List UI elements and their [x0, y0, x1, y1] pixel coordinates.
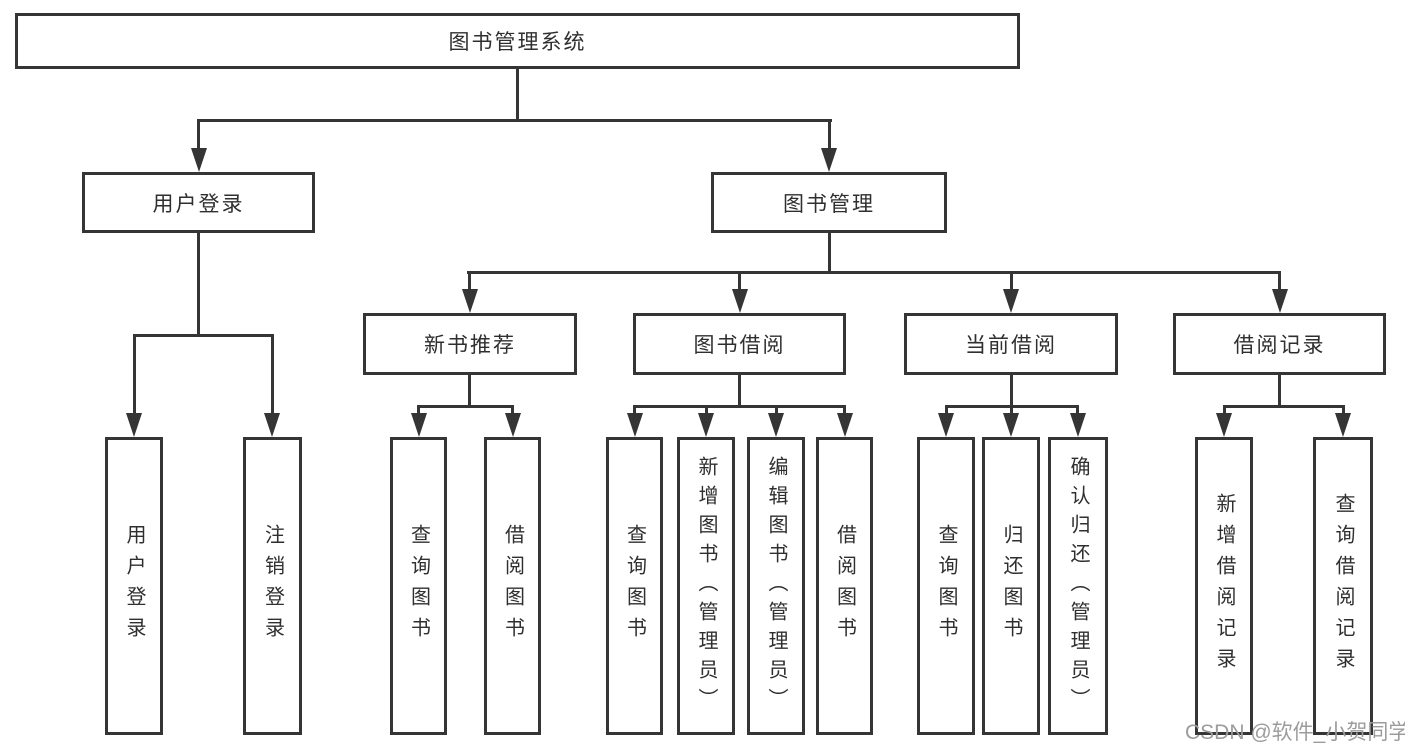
connector-line: [738, 375, 741, 408]
node-book-borrowing: 图书借阅: [633, 313, 846, 375]
leaf-borrow-books-borrowing: 借阅图书: [816, 437, 873, 735]
leaf-edit-book-admin: 编辑图书（管理员）: [747, 437, 805, 735]
connector-line: [1278, 273, 1281, 290]
arrowhead-down: [411, 413, 427, 437]
connector-line: [828, 233, 831, 273]
node-label: 新书推荐: [424, 334, 516, 357]
leaf-query-books-current: 查询图书: [917, 437, 975, 735]
connector-line: [1010, 375, 1013, 408]
node-label: 查询图书: [623, 524, 646, 648]
arrowhead-down: [768, 413, 784, 437]
arrowhead-down: [627, 413, 643, 437]
connector-line: [1076, 407, 1079, 416]
connector-line: [271, 336, 274, 416]
node-label: 图书借阅: [693, 334, 786, 357]
connector-line: [633, 405, 846, 408]
connector-line: [1342, 407, 1345, 416]
arrowhead-down: [698, 413, 714, 437]
connector-line: [197, 119, 832, 122]
connector-line: [417, 407, 420, 416]
node-label: 借阅记录: [1233, 334, 1326, 357]
connector-line: [1278, 375, 1281, 408]
connector-line: [468, 375, 471, 408]
connector-line: [1223, 407, 1226, 416]
node-label: 新增图书（管理员）: [695, 455, 717, 717]
leaf-logout: 注销登录: [243, 437, 302, 735]
node-root-library-system: 图书管理系统: [15, 13, 1020, 69]
node-new-book-recommend: 新书推荐: [363, 313, 577, 375]
connector-line: [516, 69, 519, 122]
leaf-borrow-books-recommend: 借阅图书: [484, 437, 541, 735]
arrowhead-down: [126, 413, 142, 437]
node-label: 查询借阅记录: [1332, 493, 1354, 679]
leaf-query-books-recommend: 查询图书: [390, 437, 447, 735]
connector-line: [1010, 407, 1013, 416]
arrowhead-down: [837, 413, 853, 437]
arrowhead-down: [1272, 289, 1288, 313]
connector-line: [828, 121, 831, 150]
node-label: 借阅图书: [833, 524, 856, 648]
node-user-login: 用户登录: [82, 172, 315, 233]
arrowhead-down: [1335, 413, 1351, 437]
node-label: 图书管理: [783, 192, 875, 216]
arrowhead-down: [732, 289, 748, 313]
node-label: 注销登录: [261, 524, 284, 648]
node-label: 归还图书: [1000, 524, 1022, 648]
arrowhead-down: [462, 289, 478, 313]
leaf-confirm-return-admin: 确认归还（管理员）: [1048, 437, 1108, 735]
connector-line: [417, 405, 514, 408]
node-label: 当前借阅: [965, 334, 1057, 357]
connector-line: [1010, 273, 1013, 290]
node-label: 查询图书: [935, 524, 957, 648]
connector-line: [511, 407, 514, 416]
node-label: 编辑图书（管理员）: [765, 455, 787, 717]
node-label: 图书管理系统: [448, 31, 587, 54]
connector-line: [1223, 405, 1345, 408]
node-current-borrowing: 当前借阅: [904, 313, 1118, 375]
leaf-add-book-admin: 新增图书（管理员）: [677, 437, 735, 735]
arrowhead-down: [938, 413, 954, 437]
node-label: 查询图书: [407, 524, 430, 648]
node-book-management: 图书管理: [711, 172, 947, 233]
arrowhead-down: [821, 148, 837, 172]
leaf-return-book: 归还图书: [982, 437, 1040, 735]
connector-line: [197, 233, 200, 336]
connector-line: [945, 405, 1079, 408]
connector-line: [133, 334, 274, 337]
node-label: 用户登录: [123, 524, 145, 648]
leaf-query-books-borrowing: 查询图书: [606, 437, 663, 735]
leaf-add-borrow-record: 新增借阅记录: [1195, 437, 1253, 735]
connector-line: [133, 336, 136, 416]
connector-line: [467, 271, 1281, 274]
node-label: 用户登录: [152, 192, 245, 216]
csdn-watermark: CSDN @软件_小贺同学: [1185, 721, 1405, 744]
connector-line: [633, 407, 636, 416]
arrowhead-down: [264, 413, 280, 437]
node-borrowing-records: 借阅记录: [1173, 313, 1386, 375]
arrowhead-down: [1003, 289, 1019, 313]
node-label: 借阅图书: [501, 524, 524, 648]
connector-line: [705, 407, 708, 416]
leaf-query-borrow-record: 查询借阅记录: [1313, 437, 1373, 735]
connector-line: [945, 407, 948, 416]
arrowhead-down: [191, 148, 207, 172]
arrowhead-down: [505, 413, 521, 437]
node-label: 新增借阅记录: [1213, 493, 1235, 679]
connector-line: [775, 407, 778, 416]
arrowhead-down: [1070, 413, 1086, 437]
connector-line: [468, 273, 471, 290]
arrowhead-down: [1003, 413, 1019, 437]
arrowhead-down: [1216, 413, 1232, 437]
leaf-user-login: 用户登录: [105, 437, 163, 735]
node-label: 确认归还（管理员）: [1067, 455, 1089, 717]
connector-line: [197, 121, 200, 150]
connector-line: [843, 407, 846, 416]
connector-line: [738, 273, 741, 290]
